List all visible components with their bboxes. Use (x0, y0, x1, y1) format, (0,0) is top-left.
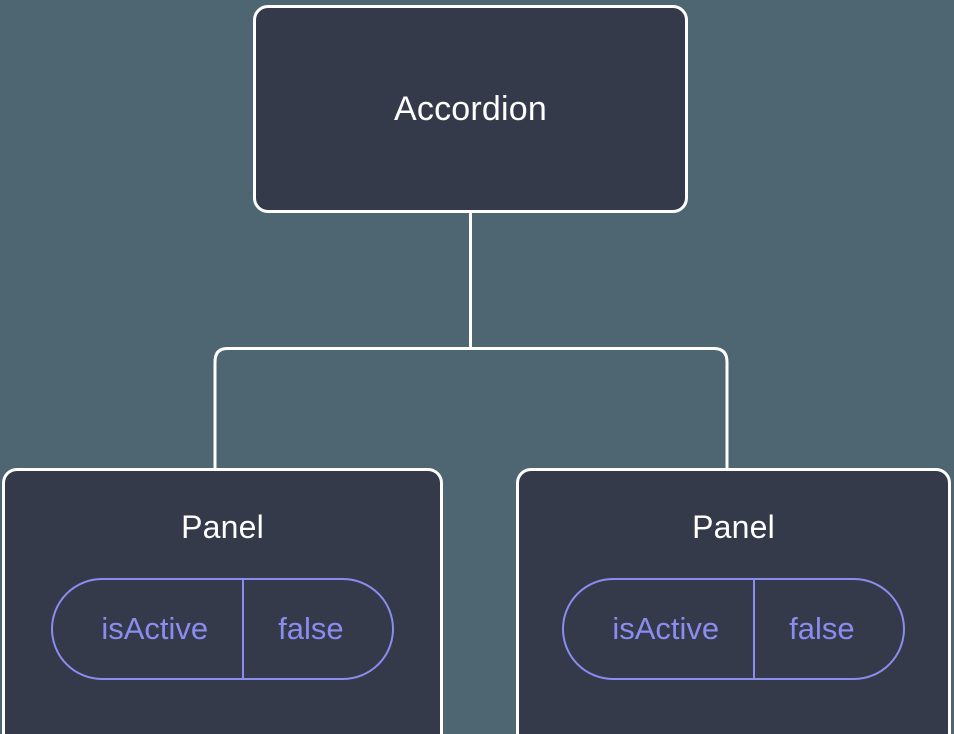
prop-badge-left[interactable]: isActive false (51, 578, 394, 680)
edge-to-left-panel (213, 347, 471, 470)
prop-badge-right[interactable]: isActive false (562, 578, 905, 680)
node-accordion-label: Accordion (394, 90, 547, 128)
prop-key-left: isActive (53, 580, 245, 678)
node-panel-right-label: Panel (692, 509, 775, 545)
node-accordion[interactable]: Accordion (253, 5, 688, 213)
node-panel-left-label: Panel (181, 509, 264, 545)
node-panel-left[interactable]: Panel isActive false (2, 468, 443, 734)
prop-value-left: false (278, 611, 344, 646)
prop-key-right: isActive (564, 580, 756, 678)
node-panel-right[interactable]: Panel isActive false (516, 468, 951, 734)
edge-to-right-panel (470, 347, 729, 470)
prop-value-right: false (789, 611, 855, 646)
